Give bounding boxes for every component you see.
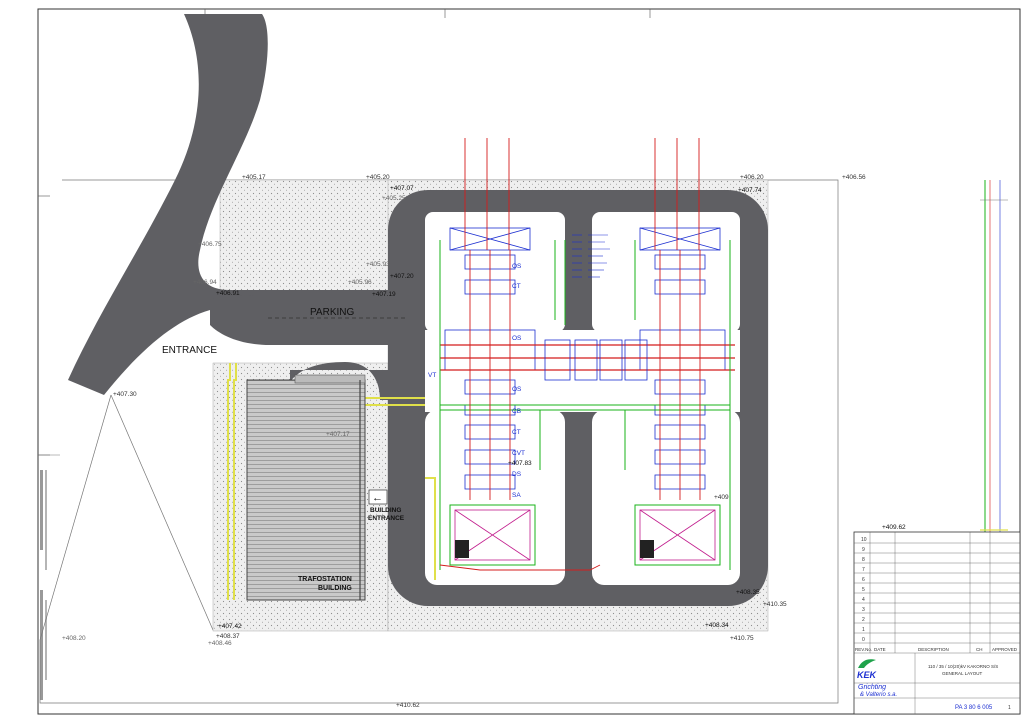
- elevation-label: +409.62: [882, 524, 906, 531]
- elevation-label: +406.94: [193, 279, 217, 286]
- transformer-pad: [455, 540, 469, 558]
- title-header-checked: CH: [976, 647, 983, 652]
- title-header-description: DESCRIPTION: [918, 647, 949, 652]
- revision-number: 6: [862, 577, 865, 583]
- transformer-pad: [640, 540, 654, 558]
- elevation-label: +405.17: [242, 174, 266, 181]
- elevation-label: +405.93: [366, 261, 390, 268]
- building-entrance-label: BUILDING: [370, 507, 401, 514]
- equipment-label: VT: [428, 372, 436, 379]
- elevation-label: +406.91: [216, 290, 240, 297]
- parking-area: [210, 295, 410, 345]
- building-access-road: [290, 362, 388, 400]
- revision-number: 8: [862, 557, 865, 563]
- client-logo-text: KEK: [857, 670, 878, 680]
- revision-number: 10: [861, 537, 867, 543]
- elevation-label: +405.25: [382, 195, 406, 202]
- elevation-label: +408.20: [62, 635, 86, 642]
- yard-center: [425, 330, 740, 412]
- elevation-label: +407.20: [390, 273, 414, 280]
- equipment-label: DS: [512, 471, 522, 478]
- elevation-label: +407.42: [218, 623, 242, 630]
- elevation-label: +405.20: [366, 174, 390, 181]
- elevation-label: +408.34: [705, 622, 729, 629]
- gravel-area: [219, 179, 406, 301]
- cable-trenches: [439, 240, 731, 570]
- elevation-label: +410.62: [396, 702, 420, 709]
- elevation-label: +407.17: [326, 431, 350, 438]
- bus-coupler: [544, 339, 648, 381]
- project-title-line2: GENERAL LAYOUT: [942, 671, 983, 676]
- elevation-label: +405.96: [348, 279, 372, 286]
- elevation-label: +408.37: [216, 633, 240, 640]
- elevation-label: +407.83: [508, 460, 532, 467]
- trafostation-building: [246, 379, 366, 601]
- elevation-label: +407.74: [738, 187, 762, 194]
- parking-label: PARKING: [310, 307, 354, 318]
- yard-south-east: [592, 410, 740, 585]
- elevation-label: +410.35: [763, 601, 787, 608]
- left-notes-strip: [38, 454, 60, 700]
- revision-number: 7: [862, 567, 865, 573]
- revision-number: 0: [862, 637, 865, 643]
- section-view-strip: [980, 180, 1008, 540]
- client-logo-icon: [858, 659, 876, 668]
- sheet-number: 1: [1008, 705, 1011, 711]
- yard-south-west: [425, 410, 565, 585]
- company-name-line1: Grichting: [858, 684, 886, 691]
- overhead-feeders: [439, 138, 701, 571]
- elevation-label: +407.19: [372, 291, 396, 298]
- equipment-legend: [572, 234, 610, 278]
- equipment-label: OS: [512, 386, 522, 393]
- equipment-label: OS: [512, 335, 522, 342]
- yard-north-west: [425, 212, 565, 332]
- title-block: [853, 531, 1021, 715]
- revision-number: 4: [862, 597, 865, 603]
- equipment-label: CT: [512, 283, 521, 290]
- elevation-label: +406.20: [740, 174, 764, 181]
- title-header-date: DATE: [874, 647, 886, 652]
- yellow-fence-lines: [227, 363, 436, 600]
- trafostation-label: TRAFOSTATION: [298, 576, 352, 583]
- equipment-label: OS: [512, 263, 522, 270]
- title-header-approved: APPROVED: [992, 647, 1018, 652]
- elevation-label: +406.75: [198, 241, 222, 248]
- elevation-label: +408.35: [736, 589, 760, 596]
- building-entrance-label: ENTRANCE: [368, 515, 405, 522]
- elevation-label: +409: [714, 494, 729, 501]
- equipment-label: SA: [512, 492, 521, 499]
- drawing-number: PA 3 80 6 005: [955, 705, 993, 711]
- sheet-frame: [37, 8, 1021, 715]
- elevation-label: +410.75: [730, 635, 754, 642]
- equipment-label: CVT: [512, 450, 525, 457]
- arrow-left-icon: ←: [372, 492, 383, 504]
- trafostation-annex: [294, 374, 366, 384]
- title-header-rev: REV.No.: [855, 647, 872, 652]
- building-entrance-sign: [368, 489, 388, 505]
- revision-number: 2: [862, 617, 865, 623]
- elevation-label: +407.30: [113, 391, 137, 398]
- equipment-label: CB: [512, 408, 521, 415]
- revision-number: 9: [862, 547, 865, 553]
- trafostation-label: BUILDING: [318, 585, 352, 592]
- equipment-label: CT: [512, 429, 521, 436]
- company-name-line2: & Valterio s.a.: [860, 692, 897, 698]
- yard-north-east: [592, 212, 740, 332]
- busbar: [440, 344, 735, 371]
- elevation-label: +408.46: [208, 640, 232, 647]
- revision-number: 3: [862, 607, 865, 613]
- entrance-label: ENTRANCE: [162, 345, 217, 356]
- revision-number: 1: [862, 627, 865, 633]
- revision-number: 5: [862, 587, 865, 593]
- elevation-label: +407.07: [390, 185, 414, 192]
- site-boundary: [110, 394, 214, 631]
- elevation-label: +406.56: [842, 174, 866, 181]
- project-title-line1: 110 / 35 / 10(20)kV KAKORNO S/S: [928, 664, 998, 669]
